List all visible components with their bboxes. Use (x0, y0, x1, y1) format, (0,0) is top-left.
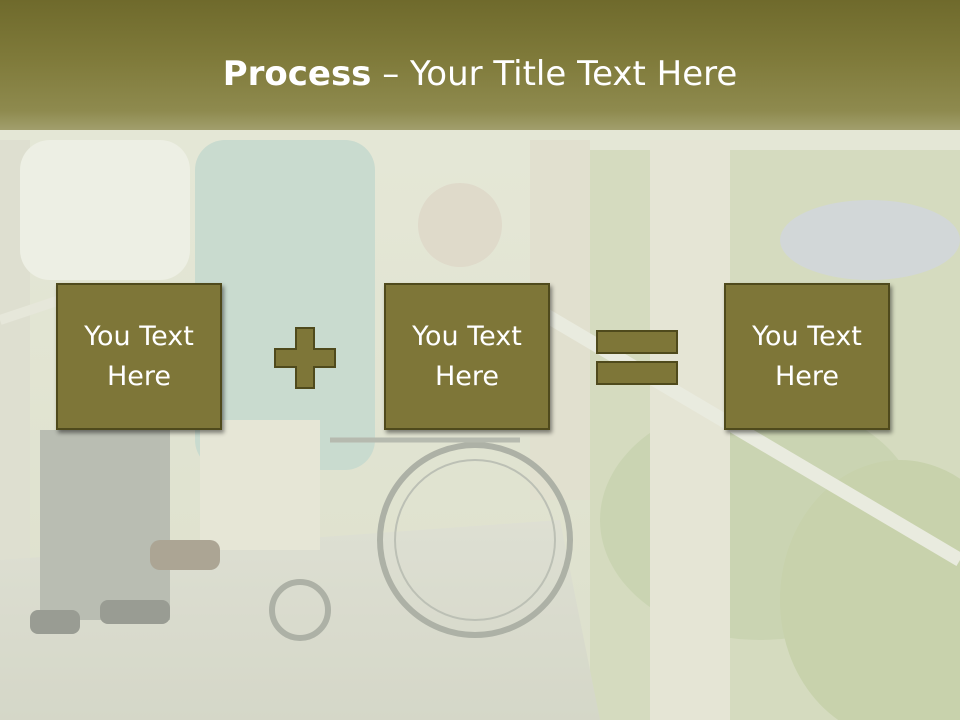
equals-icon (596, 330, 678, 385)
process-box-1-text: You Text Here (84, 320, 194, 392)
process-box-2[interactable]: You Text Here (384, 283, 550, 430)
slide-title: Process – Your Title Text Here (0, 52, 960, 96)
plus-icon (274, 327, 336, 389)
process-box-3[interactable]: You Text Here (724, 283, 890, 430)
title-bold-part: Process (222, 54, 372, 94)
title-rest-part: – Your Title Text Here (371, 54, 738, 94)
process-box-2-text: You Text Here (412, 320, 522, 392)
title-band (0, 0, 960, 130)
process-box-1[interactable]: You Text Here (56, 283, 222, 430)
process-box-3-text: You Text Here (752, 320, 862, 392)
